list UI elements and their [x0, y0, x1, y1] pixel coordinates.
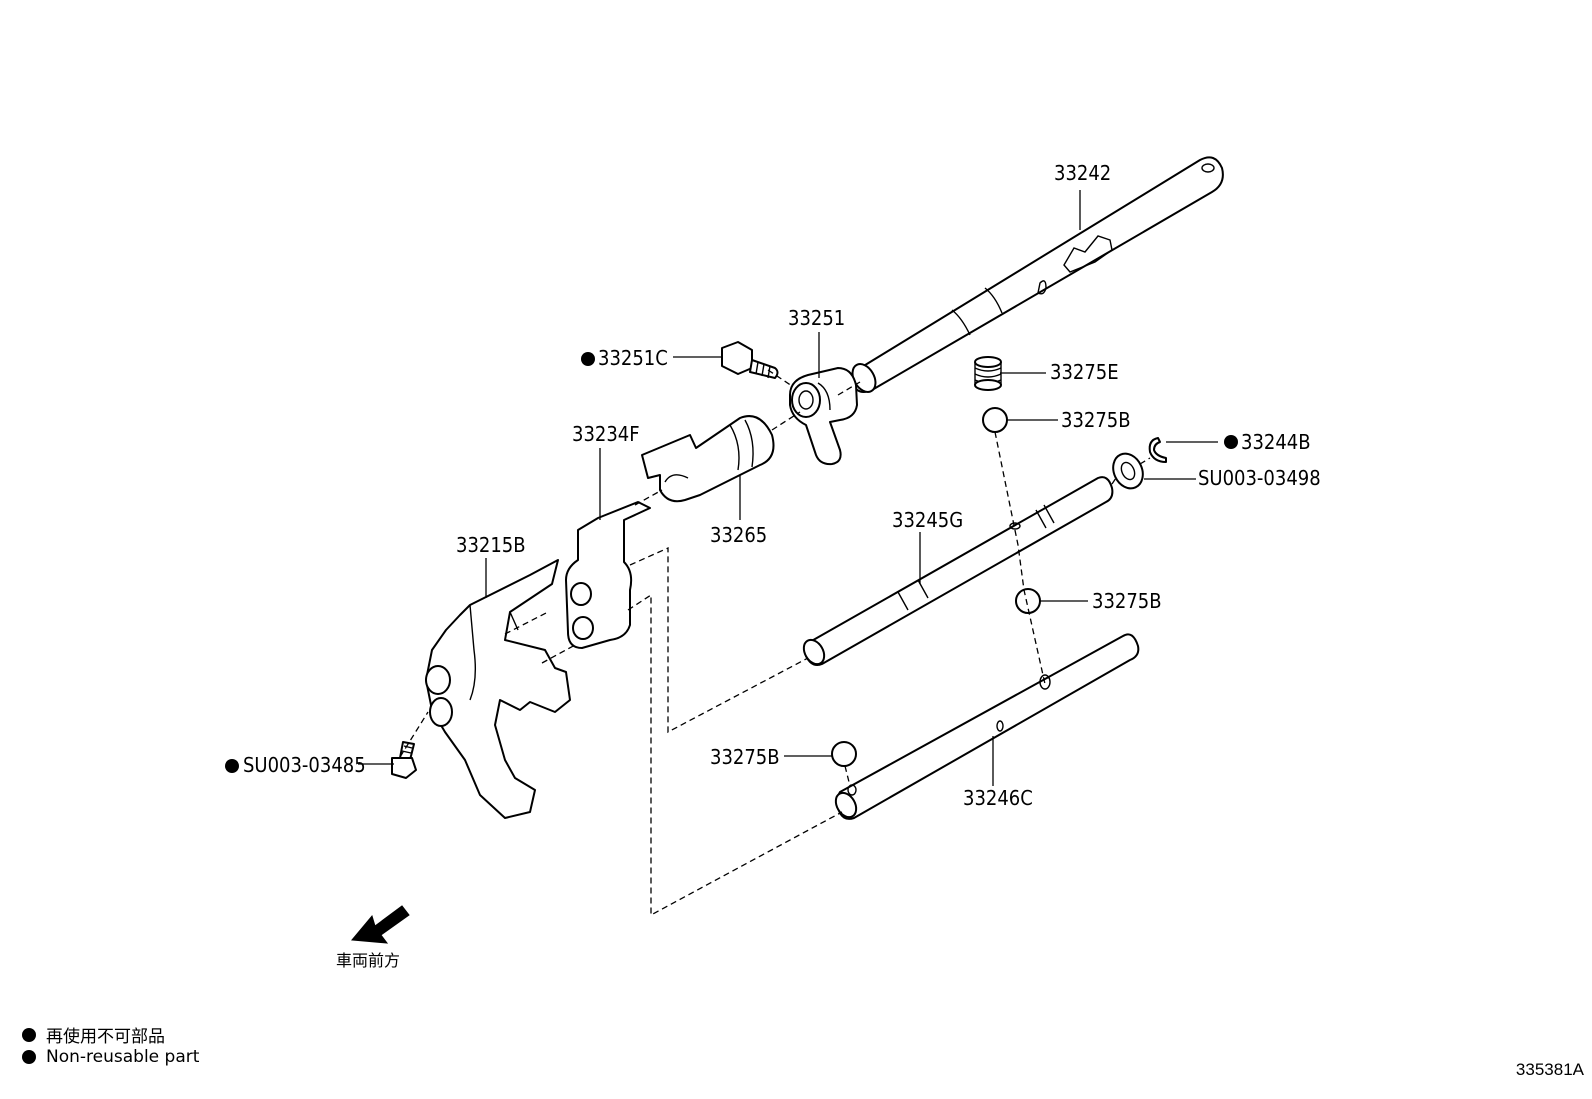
- bracket-33234f[interactable]: [565, 501, 651, 649]
- legend-text-ja: 再使用不可部品: [46, 1027, 165, 1047]
- label-33242[interactable]: 33242: [1054, 161, 1111, 185]
- spring-33275e[interactable]: [974, 356, 1002, 391]
- legend-text-en: Non-reusable part: [46, 1047, 200, 1067]
- assembly-guide-lines: [399, 369, 1151, 917]
- bolt-33251c[interactable]: [721, 341, 779, 379]
- label-33265[interactable]: 33265: [710, 523, 767, 547]
- legend-bullet-icon: [22, 1027, 36, 1042]
- front-arrow-icon: [351, 905, 410, 944]
- non-reusable-dot-33251c: [581, 352, 595, 366]
- fork-33215b[interactable]: [425, 559, 571, 819]
- label-33215b[interactable]: 33215B: [456, 533, 526, 557]
- label-33244b[interactable]: 33244B: [1241, 430, 1311, 454]
- label-33234f[interactable]: 33234F: [572, 422, 640, 446]
- bolt-su003-03485[interactable]: [391, 741, 417, 779]
- snap-ring-33244b[interactable]: [1148, 437, 1167, 463]
- shaft-33246c[interactable]: [832, 633, 1140, 820]
- label-33275e[interactable]: 33275E: [1050, 360, 1119, 384]
- label-su003-03485[interactable]: SU003-03485: [243, 753, 366, 777]
- sleeve-33265[interactable]: [641, 415, 775, 503]
- diagram-code: 335381A: [1515, 1060, 1584, 1079]
- legend-bullet-icon: [22, 1050, 36, 1064]
- label-33251c[interactable]: 33251C: [598, 346, 668, 370]
- washer-su003-03498[interactable]: [1108, 449, 1149, 493]
- lever-33251[interactable]: [789, 367, 858, 466]
- label-33245g[interactable]: 33245G: [892, 508, 963, 532]
- ball-33275b-low[interactable]: [831, 741, 857, 767]
- label-33251[interactable]: 33251: [788, 306, 845, 330]
- leader-lines: [358, 190, 1218, 786]
- label-33246c[interactable]: 33246C: [963, 786, 1033, 810]
- shaft-33242[interactable]: [848, 156, 1224, 396]
- label-33275b-low[interactable]: 33275B: [710, 745, 780, 769]
- label-su003-03498[interactable]: SU003-03498: [1198, 466, 1321, 490]
- shaft-33245g[interactable]: [800, 476, 1114, 668]
- label-33275b-top[interactable]: 33275B: [1061, 408, 1131, 432]
- label-33275b-mid[interactable]: 33275B: [1092, 589, 1162, 613]
- front-direction-label: 車両前方: [336, 951, 400, 970]
- ball-33275b-top[interactable]: [982, 407, 1008, 433]
- legend-en: Non-reusable part: [22, 1047, 199, 1067]
- non-reusable-dot-33244b: [1224, 435, 1238, 449]
- non-reusable-dot-su003-03485: [225, 759, 239, 773]
- legend-ja: 再使用不可部品: [22, 1022, 165, 1047]
